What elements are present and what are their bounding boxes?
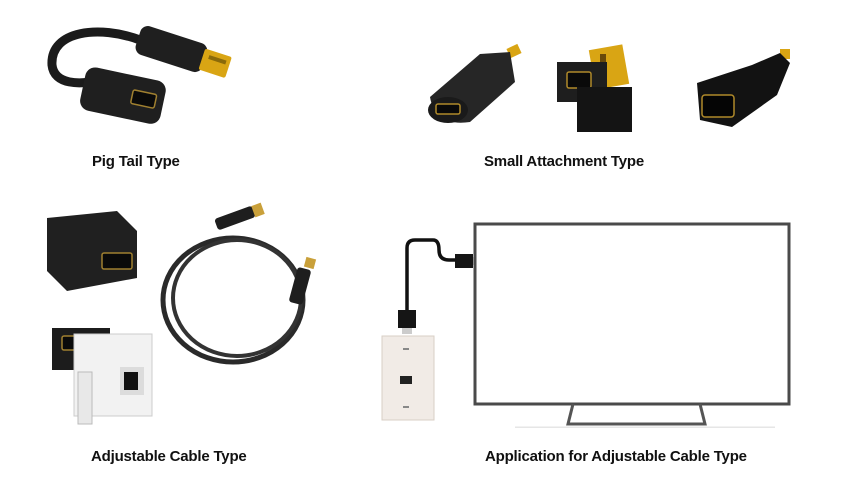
pigtail-cable-image [40, 15, 245, 130]
caption-application: Application for Adjustable Cable Type [485, 448, 747, 465]
coiled-hdmi-cable [155, 200, 330, 375]
tv-connection-icon [381, 222, 791, 428]
micro-hdmi-adapter-glossy [692, 45, 802, 130]
caption-small-attachment: Small Attachment Type [484, 153, 645, 170]
micro-hdmi-adapter-matte [420, 42, 530, 132]
right-angle-hdmi-adapter [552, 42, 662, 137]
adapter-icon [557, 44, 632, 132]
hdmi-pigtail-icon [47, 26, 232, 124]
adapter-icon [697, 49, 790, 127]
hdmi-coupler [42, 203, 142, 295]
caption-adjustable-cable: Adjustable Cable Type [91, 448, 247, 465]
wall-module-icon [52, 328, 153, 425]
coupler-icon [47, 211, 137, 291]
application-diagram [375, 218, 795, 428]
adapter-icon [428, 43, 522, 123]
cable-coil-icon [160, 202, 317, 365]
wall-plate-hdmi-module [48, 322, 158, 430]
caption-pig-tail: Pig Tail Type [92, 153, 180, 170]
